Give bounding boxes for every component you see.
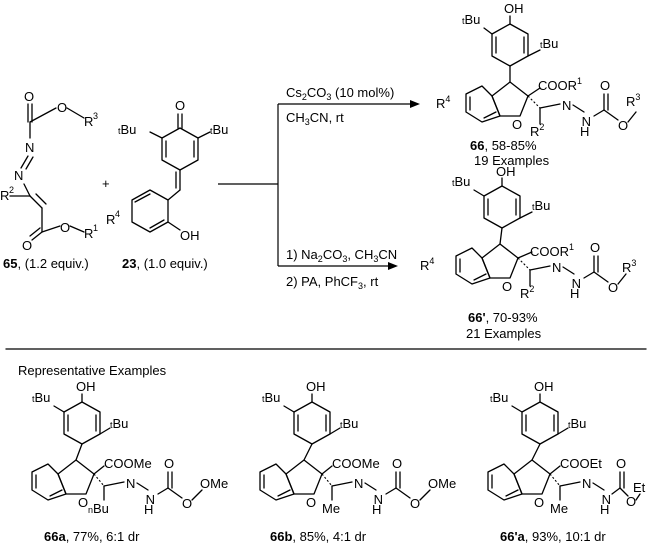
group-r3: R <box>84 114 93 129</box>
conditions-top-line2: CH3CN, rt <box>286 110 344 127</box>
group-r3: R3 <box>622 258 636 275</box>
group-r4: R4 <box>436 94 450 111</box>
tbu: tBu <box>490 390 508 405</box>
atom-o: O <box>164 456 174 471</box>
tbu: tBu <box>32 390 50 405</box>
alkyl: Me <box>550 501 568 516</box>
group-r2: R2 <box>530 122 544 139</box>
atom-n: N <box>552 260 561 275</box>
atom-o: O <box>24 89 34 104</box>
ester-coor1: COOR1 <box>530 242 574 259</box>
top-oh: OH <box>504 1 524 16</box>
alkyl: nBu <box>88 501 109 516</box>
ester: COOEt <box>560 456 602 471</box>
group-r2: R2 <box>520 284 534 301</box>
example-66a-caption: 66a, 77%, 6:1 dr <box>44 529 140 544</box>
section-title: Representative Examples <box>18 363 167 378</box>
ring-o: O <box>502 279 512 294</box>
atom-o: O <box>392 456 402 471</box>
methoxy: OMe <box>200 476 228 491</box>
reaction-arrows <box>218 100 420 270</box>
atom-n: N <box>354 476 363 491</box>
atom-o: O <box>618 118 628 133</box>
group-r4: R <box>106 212 115 227</box>
compound-65-structure: O O R 3 N N R 2 O O R 1 <box>0 89 98 253</box>
atom-o: O <box>57 100 67 115</box>
atom-n: N <box>126 476 135 491</box>
ring-o: O <box>78 495 88 510</box>
conditions-top-line1: Cs2CO3 (10 mol%) <box>286 85 394 102</box>
top-oh: OH <box>306 379 326 394</box>
atom-o: O <box>60 220 70 235</box>
atom-o: O <box>608 280 618 295</box>
group-r4: R4 <box>420 256 434 273</box>
atom-n: N <box>582 476 591 491</box>
tbu: tBu <box>262 390 280 405</box>
product-66-label: 66, 58-85% <box>470 138 537 153</box>
example-66prime-a-caption: 66'a, 93%, 10:1 dr <box>500 529 606 544</box>
tbu-left: tBu <box>118 122 136 137</box>
atom-o: O <box>22 238 32 253</box>
plus-sign: + <box>102 176 110 191</box>
group-r4-sup: 4 <box>115 209 120 219</box>
atom-o: O <box>590 240 600 255</box>
atom-n: N <box>562 98 571 113</box>
phenol-oh: OH <box>180 228 200 243</box>
atom-o: O <box>626 494 636 509</box>
tbu: tBu <box>540 36 558 51</box>
example-66b-caption: 66b, 85%, 4:1 dr <box>270 529 367 544</box>
atom-n: N <box>14 168 23 183</box>
product-66prime-examples: 21 Examples <box>466 326 542 341</box>
tbu: tBu <box>568 416 586 431</box>
atom-o: O <box>410 496 420 511</box>
alkyl: Me <box>322 501 340 516</box>
ester: COOMe <box>104 456 152 471</box>
group-r2-sup: 2 <box>9 185 14 195</box>
ring-o: O <box>534 495 544 510</box>
conditions-bottom-line1: 1) Na2CO3, CH3CN <box>286 247 397 264</box>
atom-o: O <box>175 98 185 113</box>
atom-o: O <box>616 456 626 471</box>
ring-o: O <box>306 495 316 510</box>
atom-o: O <box>600 78 610 93</box>
tbu: tBu <box>110 416 128 431</box>
ester: COOMe <box>332 456 380 471</box>
tbu: tBu <box>340 416 358 431</box>
tbu: tBu <box>532 198 550 213</box>
ring-o: O <box>512 117 522 132</box>
tbu: tBu <box>462 12 480 27</box>
atom-o: O <box>182 496 192 511</box>
tbu: tBu <box>452 174 470 189</box>
product-66prime-label: 66', 70-93% <box>468 310 538 325</box>
top-oh: OH <box>534 379 554 394</box>
top-oh: OH <box>76 379 96 394</box>
compound-23-structure: O tBu tBu R 4 OH <box>106 98 228 243</box>
group-r1-sup: 1 <box>93 223 98 233</box>
top-oh: OH <box>496 164 516 179</box>
conditions-bottom-line2: 2) PA, PhCF3, rt <box>286 274 379 291</box>
group-r3-sup: 3 <box>93 111 98 121</box>
group-r3: R3 <box>626 92 640 109</box>
atom-n: N <box>25 140 34 155</box>
compound-23-label: 23, (1.0 equiv.) <box>122 256 208 271</box>
compound-65-label: 65, (1.2 equiv.) <box>3 256 89 271</box>
ester-coor1: COOR1 <box>538 76 582 93</box>
tbu-right: tBu <box>210 122 228 137</box>
ethyl: Et <box>633 480 646 495</box>
group-r1: R <box>84 226 93 241</box>
product-66-examples: 19 Examples <box>474 153 550 168</box>
methoxy: OMe <box>428 476 456 491</box>
group-r2: R <box>0 188 9 203</box>
